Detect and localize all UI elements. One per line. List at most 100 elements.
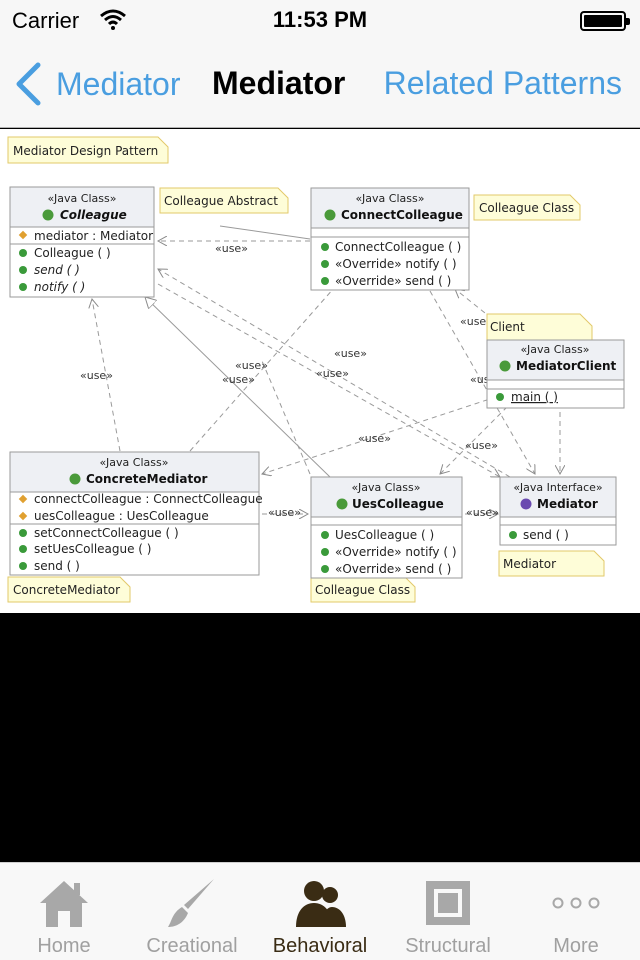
- method-icon: [19, 266, 27, 274]
- use-label: «use»: [460, 315, 493, 328]
- svg-text:ConnectColleague: ConnectColleague: [341, 208, 463, 222]
- svg-text:ConcreteMediator: ConcreteMediator: [86, 472, 208, 486]
- related-patterns-button[interactable]: Related Patterns: [383, 65, 622, 101]
- svg-text:send ( ): send ( ): [34, 559, 80, 573]
- svg-text:UesColleague: UesColleague: [352, 497, 444, 511]
- note-concrete-mediator: ConcreteMediator: [7, 576, 131, 603]
- svg-text:setUesColleague ( ): setUesColleague ( ): [34, 542, 151, 556]
- svg-text:«Override» send ( ): «Override» send ( ): [335, 274, 451, 288]
- tab-label: Structural: [405, 935, 491, 957]
- tab-home[interactable]: Home: [0, 863, 128, 960]
- use-label: «use»: [215, 242, 248, 255]
- use-label: «use»: [80, 369, 113, 382]
- use-labels: «use» «use» «use» «use» «use» «use» «use…: [80, 242, 503, 519]
- use-label: «use»: [358, 432, 391, 445]
- home-icon: [40, 881, 88, 927]
- note-colleague-abstract: Colleague Abstract: [159, 187, 289, 214]
- note-colleague-class: Colleague Class: [310, 576, 416, 603]
- svg-text:«Java Class»: «Java Class»: [48, 192, 117, 205]
- method-icon: [321, 548, 329, 556]
- use-line: [92, 299, 121, 452]
- svg-text:send ( ): send ( ): [523, 528, 569, 542]
- carrier-label: Carrier: [12, 8, 80, 33]
- use-label: «use»: [235, 359, 268, 372]
- tab-label: Home: [37, 935, 91, 957]
- method-icon: [321, 277, 329, 285]
- tab-label: More: [553, 935, 599, 957]
- more-icon: [552, 897, 600, 909]
- svg-text:Mediator: Mediator: [503, 557, 556, 571]
- page-title: Mediator: [212, 65, 346, 101]
- people-icon: [296, 881, 346, 927]
- inheritance-line: [219, 225, 311, 240]
- wifi-icon: [100, 9, 126, 30]
- svg-text:mediator : Mediator: mediator : Mediator: [34, 229, 153, 243]
- status-bar: Carrier 11:53 PM: [0, 0, 640, 40]
- class-icon: [336, 498, 348, 510]
- use-line: [157, 283, 500, 477]
- svg-text:notify ( ): notify ( ): [34, 280, 85, 294]
- svg-text:UesColleague ( ): UesColleague ( ): [335, 528, 434, 542]
- use-line: [429, 290, 535, 474]
- battery-fill: [584, 15, 622, 27]
- use-label: «use»: [316, 367, 349, 380]
- battery-icon: [580, 11, 630, 31]
- method-icon: [509, 531, 517, 539]
- svg-text:main ( ): main ( ): [511, 390, 558, 404]
- svg-text:«Java Class»: «Java Class»: [100, 456, 169, 469]
- method-icon: [496, 393, 504, 401]
- class-colleague: «Java Class» Colleague mediator : Mediat…: [9, 186, 155, 298]
- use-line: [189, 279, 342, 452]
- svg-text:«Java Interface»: «Java Interface»: [513, 481, 602, 494]
- method-icon: [19, 562, 27, 570]
- method-icon: [321, 260, 329, 268]
- method-icon: [19, 529, 27, 537]
- use-label: «use»: [268, 506, 301, 519]
- use-label: «use»: [466, 506, 499, 519]
- tab-label: Behavioral: [272, 935, 368, 957]
- use-label: «use»: [334, 347, 367, 360]
- field-icon: [18, 494, 28, 504]
- svg-text:«Override» send ( ): «Override» send ( ): [335, 562, 451, 576]
- tab-creational[interactable]: Creational: [128, 863, 256, 960]
- interface-mediator: «Java Interface» Mediator send ( ): [499, 476, 617, 546]
- svg-text:Colleague Class: Colleague Class: [315, 583, 410, 597]
- svg-text:Colleague ( ): Colleague ( ): [34, 246, 111, 260]
- uml-diagram: «use» «use» «use» «use» «use» «use» «use…: [0, 129, 640, 613]
- chevron-left-icon: [16, 62, 41, 106]
- svg-text:ConnectColleague ( ): ConnectColleague ( ): [335, 240, 461, 254]
- use-line: [261, 360, 311, 475]
- inheritance-line: [145, 297, 331, 478]
- note-mediator-design-pattern: Mediator Design Pattern: [7, 136, 169, 164]
- tab-more[interactable]: More: [512, 863, 640, 960]
- class-connect-colleague: «Java Class» ConnectColleague ConnectCol…: [310, 187, 470, 291]
- back-button[interactable]: Mediator: [14, 60, 181, 108]
- class-concrete-mediator: «Java Class» ConcreteMediator connectCol…: [9, 451, 263, 576]
- tab-structural[interactable]: Structural: [384, 863, 512, 960]
- svg-text:Colleague Class: Colleague Class: [479, 201, 574, 215]
- class-icon: [42, 209, 54, 221]
- use-line: [262, 393, 506, 474]
- svg-text:Colleague: Colleague: [60, 208, 127, 222]
- tab-label: Creational: [146, 935, 238, 957]
- class-icon: [324, 209, 336, 221]
- method-icon: [19, 249, 27, 257]
- tab-behavioral[interactable]: Behavioral: [256, 863, 384, 960]
- svg-text:uesColleague : UesColleague: uesColleague : UesColleague: [34, 509, 209, 523]
- method-icon: [321, 243, 329, 251]
- svg-text:ConcreteMediator: ConcreteMediator: [13, 583, 120, 597]
- svg-text:setConnectColleague ( ): setConnectColleague ( ): [34, 526, 179, 540]
- use-label: «use»: [222, 373, 255, 386]
- svg-text:«Java Class»: «Java Class»: [356, 192, 425, 205]
- structure-icon: [426, 881, 470, 925]
- back-button-label: Mediator: [56, 65, 181, 102]
- note-mediator: Mediator: [498, 550, 605, 577]
- svg-text:connectColleague : ConnectColl: connectColleague : ConnectColleague: [34, 492, 263, 506]
- battery-nub: [626, 18, 630, 25]
- uml-diagram-canvas: «use» «use» «use» «use» «use» «use» «use…: [7, 136, 625, 603]
- svg-text:«Override» notify ( ): «Override» notify ( ): [335, 257, 457, 271]
- brush-icon: [168, 879, 214, 927]
- method-icon: [321, 565, 329, 573]
- tab-bar: Home Creational Behavioral Structural: [0, 862, 640, 960]
- navigation-bar: Mediator Mediator Related Patterns: [0, 40, 640, 128]
